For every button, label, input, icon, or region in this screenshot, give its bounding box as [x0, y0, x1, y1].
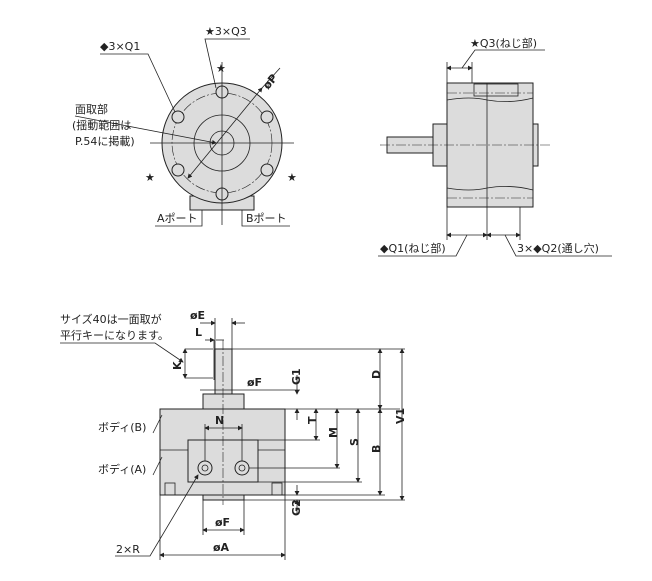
dim-f-bottom: øF — [215, 516, 230, 529]
dim-f-top: øF — [247, 376, 262, 389]
q1-label: ◆3×Q1 — [100, 40, 140, 53]
port-a-label: Aポート — [157, 212, 198, 225]
dim-t: T — [306, 416, 319, 424]
port-b-label: Bポート — [246, 212, 287, 225]
dim-a: øA — [213, 541, 230, 554]
front-view: øP ◆3×Q1 ★3×Q3 ★ ★ ★ 面取部 (揺動範囲は P.54に掲載)… — [72, 25, 297, 227]
star-icon: ★ — [287, 171, 297, 184]
dim-s: S — [348, 438, 361, 446]
note-1: サイズ40は一面取が — [60, 312, 162, 326]
body-b-label: ボディ(B) — [98, 420, 146, 434]
chamfer-note-2: (揺動範囲は — [72, 118, 131, 132]
star-icon: ★ — [216, 62, 226, 75]
dim-b: B — [370, 445, 383, 453]
dim-m: M — [327, 427, 340, 438]
side-q2-label: 3×◆Q2(通し穴) — [517, 241, 599, 255]
dim-e: øE — [190, 309, 205, 322]
p-label: øP — [260, 72, 280, 92]
body-a-label: ボディ(A) — [98, 462, 146, 476]
dim-v1: V1 — [394, 408, 407, 424]
star-icon: ★ — [145, 171, 155, 184]
chamfer-note-3: P.54に掲載) — [75, 134, 135, 148]
q3-label: ★3×Q3 — [205, 25, 247, 38]
note-2: 平行キーになります。 — [60, 329, 169, 342]
r-label: 2×R — [116, 543, 140, 556]
side-view: ★Q3(ねじ部) ◆Q1(ねじ部) 3×◆Q2(通し穴) — [378, 36, 612, 257]
dim-l: L — [195, 326, 202, 339]
side-q1-label: ◆Q1(ねじ部) — [380, 241, 446, 255]
dim-d: D — [370, 370, 383, 379]
side-q3-label: ★Q3(ねじ部) — [470, 36, 537, 50]
bottom-view: øE L K øF G1 T M S B D V1 G2 N øF øA サイズ… — [60, 309, 407, 560]
dim-g1: G1 — [290, 368, 303, 385]
dim-g2: G2 — [290, 499, 303, 516]
chamfer-note-1: 面取部 — [75, 102, 108, 116]
dim-n: N — [215, 414, 224, 427]
dim-k: K — [171, 361, 184, 370]
